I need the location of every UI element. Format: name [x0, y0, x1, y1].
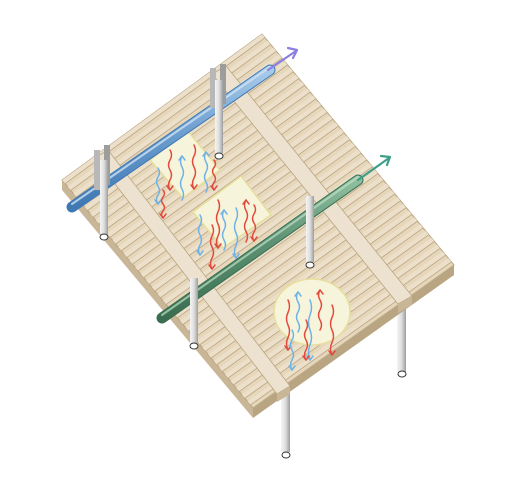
- column-base: [305, 261, 315, 269]
- warm-air-arrow: [243, 199, 249, 243]
- exhaust-arrow-icon: [266, 46, 299, 72]
- warm-air-arrow-head: [328, 350, 336, 356]
- support-column: [397, 290, 406, 372]
- cool-air-arrow-head: [196, 250, 204, 256]
- column-base: [214, 152, 224, 160]
- warm-air-arrow-head: [284, 345, 292, 351]
- warm-air-arrow: [317, 289, 323, 331]
- hanger-rod: [210, 68, 216, 108]
- cool-air-arrow-head: [154, 199, 162, 205]
- support-column: [281, 360, 290, 452]
- cool-air-arrow-head: [220, 209, 228, 215]
- cool-air-arrow-head: [288, 365, 296, 371]
- ceiling-opening-middle: [191, 174, 273, 250]
- exhaust-arrow-icon: [356, 154, 392, 182]
- beam-right-side: [398, 296, 412, 313]
- cool-air-arrow: [155, 167, 161, 205]
- column-base: [397, 370, 407, 378]
- cool-air-arrow-head: [232, 253, 240, 259]
- warm-air-arrow-head: [214, 243, 222, 249]
- support-columns-upper: [99, 80, 315, 350]
- cool-air-arrow: [197, 214, 203, 256]
- hanger-rod: [94, 150, 100, 190]
- warm-air-arrow-head: [159, 213, 167, 219]
- warm-air-arrow: [191, 144, 197, 190]
- support-column: [100, 160, 108, 234]
- column-base: [281, 451, 291, 459]
- warm-air-arrow-head: [190, 184, 198, 190]
- cool-air-arrow: [233, 207, 239, 259]
- warm-air-arrow: [285, 299, 291, 351]
- warm-air-arrow-head: [166, 185, 174, 191]
- warm-air-arrow: [209, 224, 215, 270]
- warm-air-arrow: [215, 199, 221, 249]
- cool-air-arrow: [203, 151, 209, 193]
- airflow-arrows: [154, 144, 336, 371]
- warm-air-arrow: [160, 189, 166, 219]
- warm-air-arrow-head: [210, 185, 218, 191]
- warm-air-arrow: [303, 319, 309, 361]
- cool-air-arrow-head: [202, 151, 210, 157]
- column-base: [189, 342, 199, 350]
- cool-air-arrow: [221, 209, 227, 251]
- warm-air-arrow-head: [242, 199, 250, 205]
- warm-air-arrow-head: [250, 236, 258, 242]
- warm-air-arrow: [167, 149, 173, 191]
- warm-air-arrow: [329, 304, 335, 356]
- warm-air-arrow-head: [302, 355, 310, 361]
- beam-left-side: [277, 386, 290, 402]
- warm-air-arrow: [211, 159, 217, 191]
- support-column: [190, 278, 198, 343]
- warm-air-arrow: [251, 204, 257, 242]
- cool-air-arrow-head: [294, 291, 302, 297]
- warm-air-arrow-head: [316, 289, 324, 295]
- support-columns-lower: [281, 290, 407, 459]
- support-column: [215, 80, 223, 153]
- warm-air-arrow-head: [208, 264, 216, 270]
- ceiling-edge-front: [62, 180, 253, 418]
- cool-air-arrow-head: [178, 155, 186, 161]
- cool-air-arrow: [307, 299, 313, 361]
- support-column: [306, 196, 314, 262]
- cool-air-arrow: [289, 329, 295, 371]
- column-base: [99, 233, 109, 241]
- cool-air-arrow: [179, 155, 185, 201]
- cool-air-arrow: [295, 291, 301, 333]
